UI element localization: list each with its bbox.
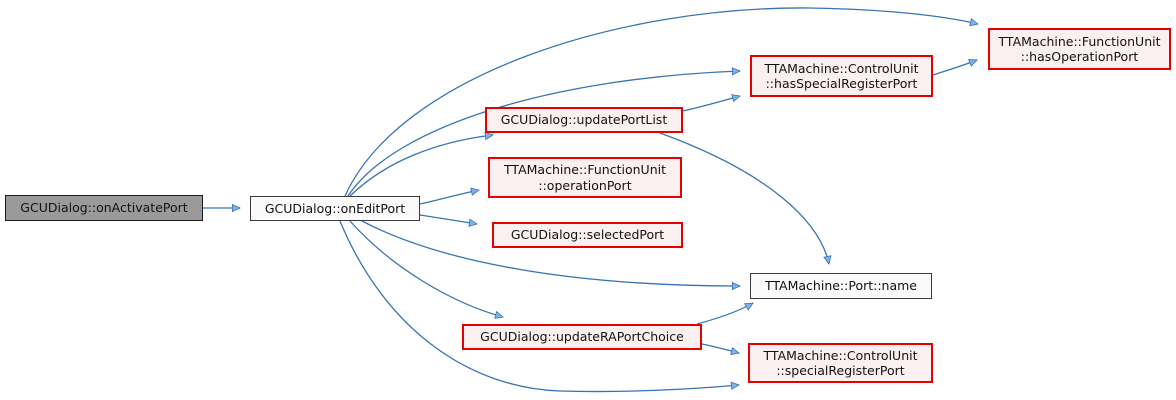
edge-updatePortList-to-hasSpecialRegisterPort — [682, 94, 741, 112]
node-label: TTAMachine::ControlUnit — [763, 347, 918, 363]
node-updateRAPortChoice[interactable]: GCUDialog::updateRAPortChoice — [462, 324, 702, 350]
edge-updatePortList-to-portName — [659, 132, 832, 265]
node-updatePortList[interactable]: GCUDialog::updatePortList — [485, 107, 683, 133]
node-hasOperationPort[interactable]: TTAMachine::FunctionUnit::hasOperationPo… — [988, 28, 1171, 70]
node-label: GCUDialog::updateRAPortChoice — [480, 329, 684, 345]
node-hasSpecialRegisterPort[interactable]: TTAMachine::ControlUnit::hasSpecialRegis… — [750, 55, 933, 97]
node-label: GCUDialog::onEditPort — [264, 200, 406, 216]
node-onActivatePort: GCUDialog::onActivatePort — [5, 195, 203, 221]
edge-onEditPort-to-portName — [361, 220, 741, 291]
edge-updateRAPortChoice-to-portName — [696, 302, 754, 325]
node-label: ::hasOperationPort — [1020, 49, 1139, 64]
node-onEditPort[interactable]: GCUDialog::onEditPort — [250, 196, 420, 221]
node-label: ::specialRegisterPort — [776, 363, 905, 378]
node-label: GCUDialog::updatePortList — [500, 112, 668, 128]
node-label: TTAMachine::ControlUnit — [764, 60, 919, 76]
node-label: TTAMachine::FunctionUnit — [998, 33, 1161, 49]
node-label: GCUDialog::selectedPort — [510, 227, 665, 243]
node-label: TTAMachine::FunctionUnit — [504, 162, 666, 178]
node-label: GCUDialog::onActivatePort — [20, 200, 188, 216]
edge-hasSpecialRegisterPort-to-hasOperationPort — [932, 59, 978, 76]
node-label: ::operationPort — [538, 177, 632, 193]
edge-onEditPort-to-hasOperationPort — [344, 7, 979, 197]
edge-onEditPort-to-updateRAPortChoice — [349, 220, 504, 319]
edge-onEditPort-to-operationPort — [419, 187, 480, 205]
node-label: ::hasSpecialRegisterPort — [765, 76, 918, 91]
node-specialRegisterPort[interactable]: TTAMachine::ControlUnit::specialRegister… — [748, 343, 933, 383]
edge-onEditPort-to-updatePortList — [349, 131, 494, 197]
edge-onEditPort-to-selectedPort — [419, 214, 478, 227]
edge-updateRAPortChoice-to-specialRegisterPort — [701, 343, 740, 356]
edge-onEditPort-to-specialRegisterPort — [339, 220, 740, 393]
node-portName[interactable]: TTAMachine::Port::name — [750, 273, 932, 299]
node-selectedPort[interactable]: GCUDialog::selectedPort — [492, 222, 683, 248]
node-operationPort[interactable]: TTAMachine::FunctionUnit::operationPort — [488, 157, 682, 198]
node-label: TTAMachine::Port::name — [764, 278, 918, 294]
